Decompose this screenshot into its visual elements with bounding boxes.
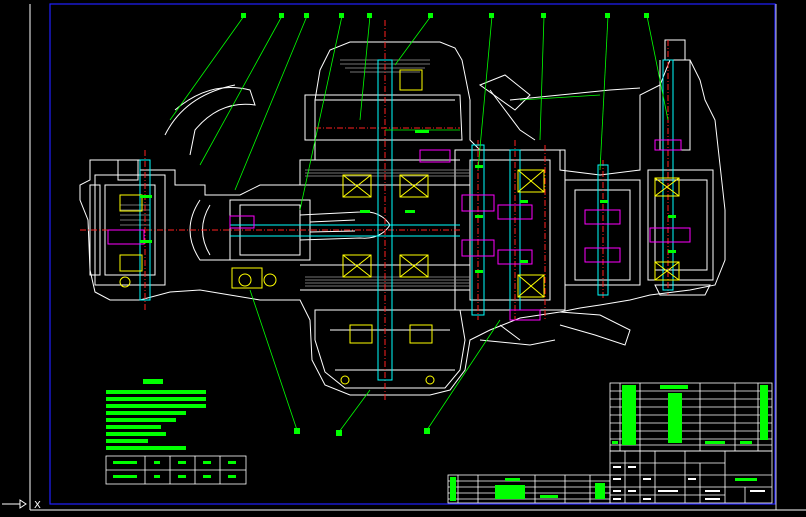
balloon-6 (428, 13, 433, 18)
technical-requirements (106, 379, 206, 450)
inner-border (49, 3, 776, 505)
balloon-2 (279, 13, 284, 18)
dimension-labels (140, 130, 676, 273)
balloon-3 (304, 13, 309, 18)
parameter-table-cells (113, 461, 236, 478)
balloon-bottom-3 (424, 428, 430, 434)
drawing-frame (29, 3, 806, 511)
parameter-table (105, 455, 247, 485)
parts-list-entries (612, 385, 768, 445)
balloon-4 (339, 13, 344, 18)
requirements-heading (143, 379, 163, 384)
title-block-text (613, 466, 765, 500)
leader-lines (169, 15, 669, 433)
shafts (139, 59, 674, 381)
balloon-9 (605, 13, 610, 18)
balloon-markers (241, 13, 649, 436)
ucs-x-label: X (34, 500, 41, 511)
bearings (119, 69, 680, 385)
balloon-7 (489, 13, 494, 18)
balloon-bottom-1 (294, 428, 300, 434)
balloon-10 (644, 13, 649, 18)
balloon-bottom-2 (336, 430, 342, 436)
balloon-5 (367, 13, 372, 18)
title-block (447, 450, 773, 504)
ucs-icon: X (2, 499, 41, 511)
parts-list-table (609, 382, 773, 452)
gears (107, 139, 691, 321)
balloon-8 (541, 13, 546, 18)
balloon-1 (241, 13, 246, 18)
title-block-entries (450, 477, 757, 501)
